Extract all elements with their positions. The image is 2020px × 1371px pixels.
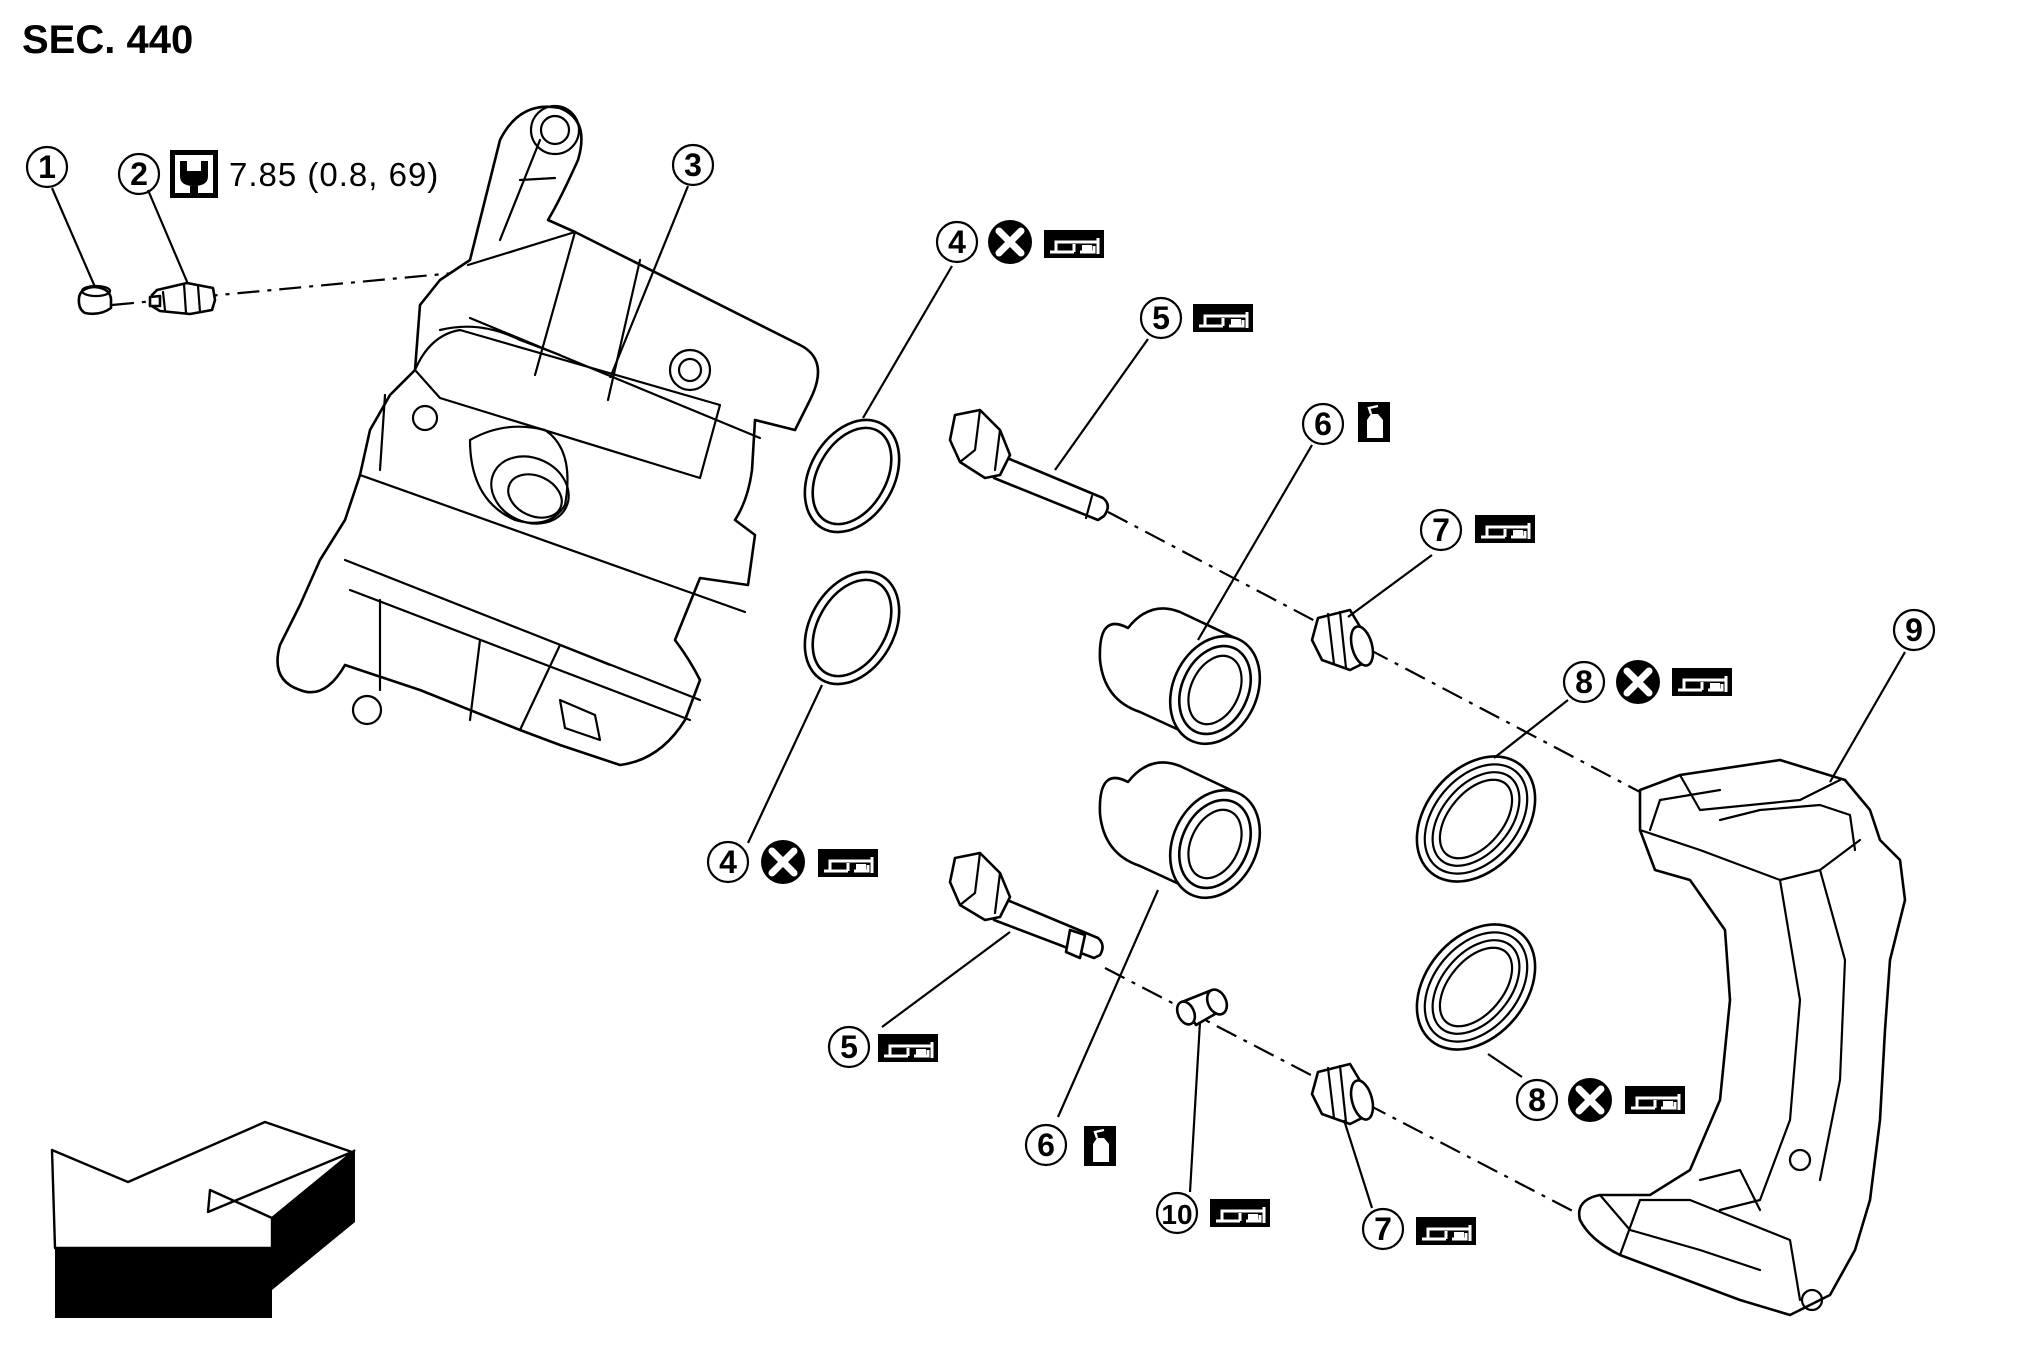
grease-icon bbox=[1473, 513, 1537, 545]
callout-number: 2 bbox=[130, 156, 148, 192]
piston-upper bbox=[1098, 607, 1262, 746]
grease-icon bbox=[1042, 228, 1106, 260]
callout-number: 4 bbox=[719, 844, 737, 880]
callout-number: 3 bbox=[684, 147, 702, 183]
piston-seal-lower bbox=[803, 570, 901, 686]
callout-number: 5 bbox=[840, 1029, 858, 1065]
pin-boot-lower bbox=[1310, 1062, 1375, 1126]
callout-5-lower: 5 bbox=[827, 1025, 940, 1069]
callout-5-upper: 5 bbox=[1139, 296, 1255, 340]
callout-3: 3 bbox=[671, 143, 715, 187]
torque-member bbox=[1577, 758, 1907, 1317]
sliding-pin-upper bbox=[948, 408, 1110, 522]
grease-icon bbox=[1670, 666, 1734, 698]
callout-8-lower: 8 bbox=[1515, 1078, 1687, 1122]
front-direction-arrow-icon bbox=[50, 1120, 356, 1318]
callout-10: 10 bbox=[1155, 1191, 1272, 1235]
do-not-reuse-icon bbox=[761, 840, 805, 884]
callout-8-upper: 8 bbox=[1562, 660, 1734, 704]
callout-7-lower: 7 bbox=[1361, 1207, 1478, 1251]
callout-number: 5 bbox=[1152, 300, 1170, 336]
piston-lower bbox=[1098, 761, 1262, 900]
callout-number: 7 bbox=[1374, 1211, 1392, 1247]
callout-number: 10 bbox=[1161, 1199, 1192, 1230]
assembly-center-lines bbox=[111, 270, 1641, 1221]
callout-4-lower: 4 bbox=[706, 840, 880, 884]
torque-wrench-icon bbox=[170, 150, 218, 198]
callout-6-upper: 6 bbox=[1301, 400, 1392, 446]
piston-seal-upper bbox=[803, 418, 901, 534]
do-not-reuse-icon bbox=[988, 220, 1032, 264]
grease-icon bbox=[816, 847, 880, 879]
sliding-pin-lower bbox=[948, 851, 1104, 960]
brake-fluid-icon bbox=[1356, 400, 1392, 444]
callout-7-upper: 7 bbox=[1419, 508, 1537, 552]
piston-boot-upper bbox=[1415, 755, 1537, 883]
callout-number: 7 bbox=[1432, 512, 1450, 548]
brake-fluid-icon bbox=[1082, 1124, 1118, 1168]
callout-9: 9 bbox=[1892, 608, 1936, 652]
do-not-reuse-icon bbox=[1616, 660, 1660, 704]
leader-lines bbox=[50, 185, 1906, 1209]
callout-2: 2 7.85 (0.8, 69) bbox=[117, 150, 439, 198]
callout-1: 1 bbox=[25, 145, 69, 189]
callout-number: 9 bbox=[1905, 612, 1923, 648]
grease-icon bbox=[1191, 302, 1255, 334]
section-label: SEC. 440 bbox=[22, 18, 193, 62]
sleeve-bushing bbox=[1175, 988, 1229, 1027]
callout-6-lower: 6 bbox=[1024, 1123, 1118, 1168]
grease-icon bbox=[1208, 1197, 1272, 1229]
callout-number: 8 bbox=[1575, 664, 1593, 700]
grease-icon bbox=[876, 1032, 940, 1064]
callout-number: 6 bbox=[1314, 406, 1332, 442]
piston-boot-lower bbox=[1415, 923, 1537, 1051]
callout-number: 4 bbox=[948, 224, 966, 260]
callout-number: 6 bbox=[1037, 1127, 1055, 1163]
grease-icon bbox=[1414, 1215, 1478, 1247]
grease-icon bbox=[1623, 1084, 1687, 1116]
caliper-body bbox=[276, 104, 820, 767]
callout-number: 1 bbox=[38, 149, 56, 185]
bleeder-valve bbox=[148, 281, 217, 316]
pin-boot-upper bbox=[1310, 608, 1375, 672]
do-not-reuse-icon bbox=[1568, 1078, 1612, 1122]
torque-spec: 7.85 (0.8, 69) bbox=[229, 156, 439, 193]
callout-number: 8 bbox=[1528, 1082, 1546, 1118]
callout-4-upper: 4 bbox=[935, 220, 1106, 264]
bleeder-cap bbox=[77, 284, 113, 316]
